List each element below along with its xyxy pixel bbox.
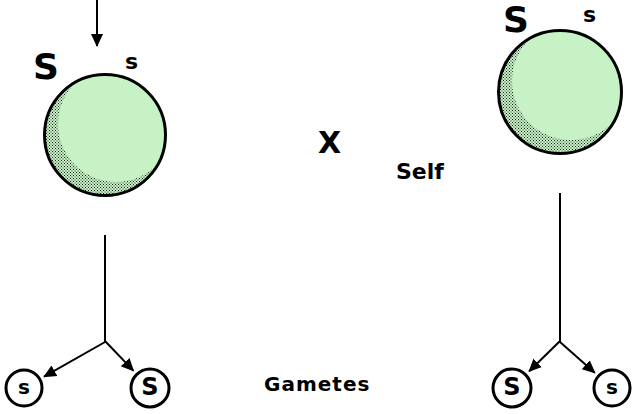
gametes-label: Gametes	[264, 374, 370, 394]
allele-label: S	[33, 49, 59, 85]
gamete-circle: s	[4, 368, 44, 408]
gamete-circle: S	[491, 367, 533, 409]
descent-arrow	[44, 235, 105, 377]
gamete-circle: S	[129, 367, 171, 409]
allele-label: s	[125, 51, 138, 73]
parent-plant: Ss	[43, 73, 167, 197]
gamete-allele: S	[141, 375, 158, 399]
gamete-allele: s	[606, 377, 618, 397]
gamete-circle: s	[592, 368, 632, 408]
cross-symbol: X	[318, 128, 341, 158]
allele-label: s	[583, 4, 596, 26]
parent-plant: Ss	[497, 29, 623, 155]
gamete-allele: s	[18, 377, 30, 397]
descent-arrow	[560, 193, 595, 373]
allele-label: S	[503, 2, 529, 38]
self-label: Self	[396, 161, 444, 183]
descent-arrow	[529, 193, 560, 371]
incoming-arrow	[96, 0, 98, 46]
circle-outline	[497, 29, 623, 155]
descent-arrow	[105, 235, 133, 371]
circle-outline	[43, 73, 167, 197]
gamete-allele: S	[503, 375, 520, 399]
